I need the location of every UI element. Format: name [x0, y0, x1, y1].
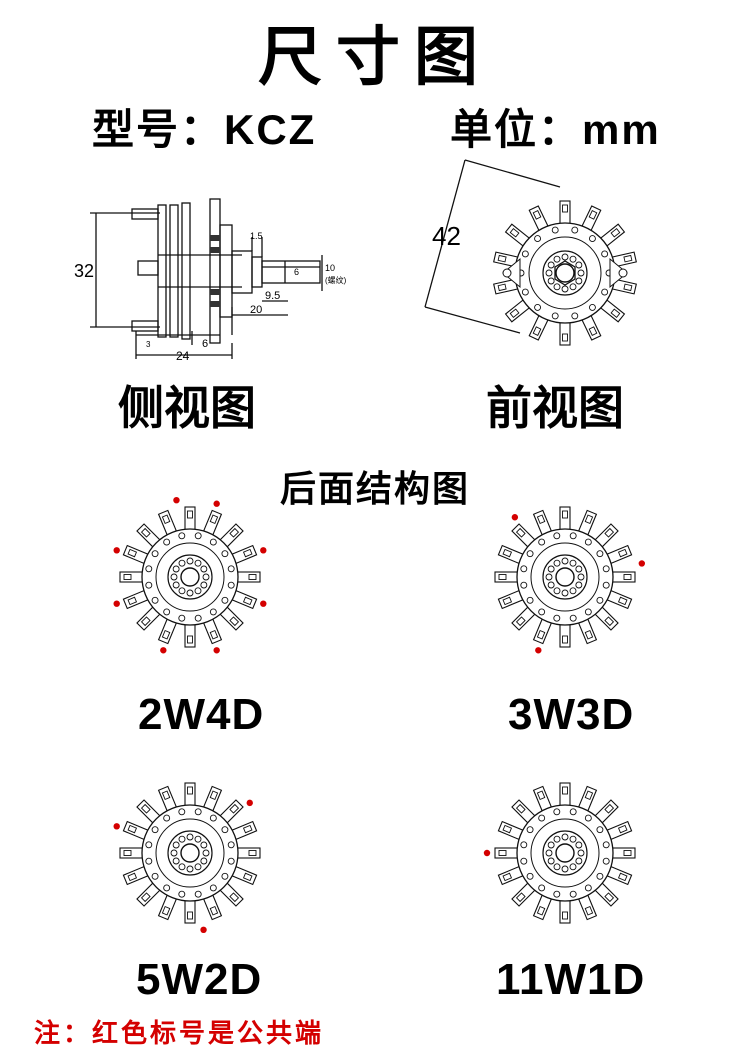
side-view-drawing: 32 1.5 6 10 (螺纹) 9.5 20 3 6 24	[74, 198, 347, 363]
common-terminal-marker	[200, 926, 207, 934]
common-terminal-marker	[260, 600, 267, 607]
common-terminal-marker	[213, 500, 220, 507]
side-dim-3: 3	[146, 340, 151, 349]
front-dim-diameter: 42	[432, 221, 461, 251]
rear-diagram-2w4d	[113, 496, 267, 654]
rear-diagram-11w1d	[483, 782, 636, 924]
shaft-hole	[555, 843, 575, 863]
common-terminal-marker	[535, 647, 542, 654]
common-terminal-marker	[246, 799, 253, 807]
unit-value: mm	[582, 106, 661, 153]
rear-diagram-5w2d	[113, 782, 261, 934]
unit-label: 单位：	[450, 105, 583, 154]
common-terminal-marker	[260, 547, 267, 554]
terminal-lug	[597, 820, 633, 842]
rear-section-title: 后面结构图	[279, 469, 470, 510]
side-dim-20: 20	[250, 304, 262, 316]
shaft-hole	[555, 567, 575, 587]
variant-code-5w2d: 5W2D	[136, 955, 263, 1004]
variant-code-3w3d: 3W3D	[508, 690, 635, 739]
side-dim-10: 10	[325, 263, 335, 273]
common-terminal-marker	[213, 647, 220, 654]
side-dim-24: 24	[176, 349, 190, 363]
model-value: KCZ	[224, 106, 317, 153]
common-terminal-marker	[173, 496, 180, 504]
front-view-caption: 前视图	[486, 381, 624, 435]
front-view-drawing: 42	[424, 159, 637, 346]
variant-code-11w1d: 11W1D	[496, 955, 646, 1004]
shaft-hole	[555, 263, 575, 283]
side-dim-height: 32	[74, 261, 94, 281]
page-title: 尺寸图	[258, 20, 492, 95]
side-dim-thread: (螺纹)	[325, 275, 347, 285]
model-info: 型号：KCZ	[92, 96, 316, 157]
common-terminal-marker	[113, 823, 120, 830]
variant-code-2w4d: 2W4D	[138, 690, 265, 739]
side-dim-6: 6	[294, 267, 299, 277]
terminal-lug	[119, 571, 154, 583]
side-dim-1-5: 1.5	[250, 231, 263, 241]
unit-info: 单位：mm	[450, 96, 661, 157]
common-terminal-marker	[483, 849, 491, 857]
common-terminal-marker	[160, 647, 167, 654]
common-terminal-marker	[511, 514, 519, 521]
shaft-hole	[180, 843, 200, 863]
shaft-hole	[180, 567, 200, 587]
model-label: 型号：	[92, 105, 225, 154]
common-terminal-marker	[638, 560, 646, 567]
footnote: 注：红色标号是公共端	[34, 1019, 325, 1049]
common-terminal-marker	[113, 600, 120, 607]
side-dim-6b: 6	[202, 338, 208, 350]
side-view-caption: 侧视图	[118, 381, 256, 435]
rear-diagram-3w3d	[494, 506, 646, 654]
common-terminal-marker	[113, 547, 120, 554]
side-dim-9-5: 9.5	[265, 290, 280, 302]
